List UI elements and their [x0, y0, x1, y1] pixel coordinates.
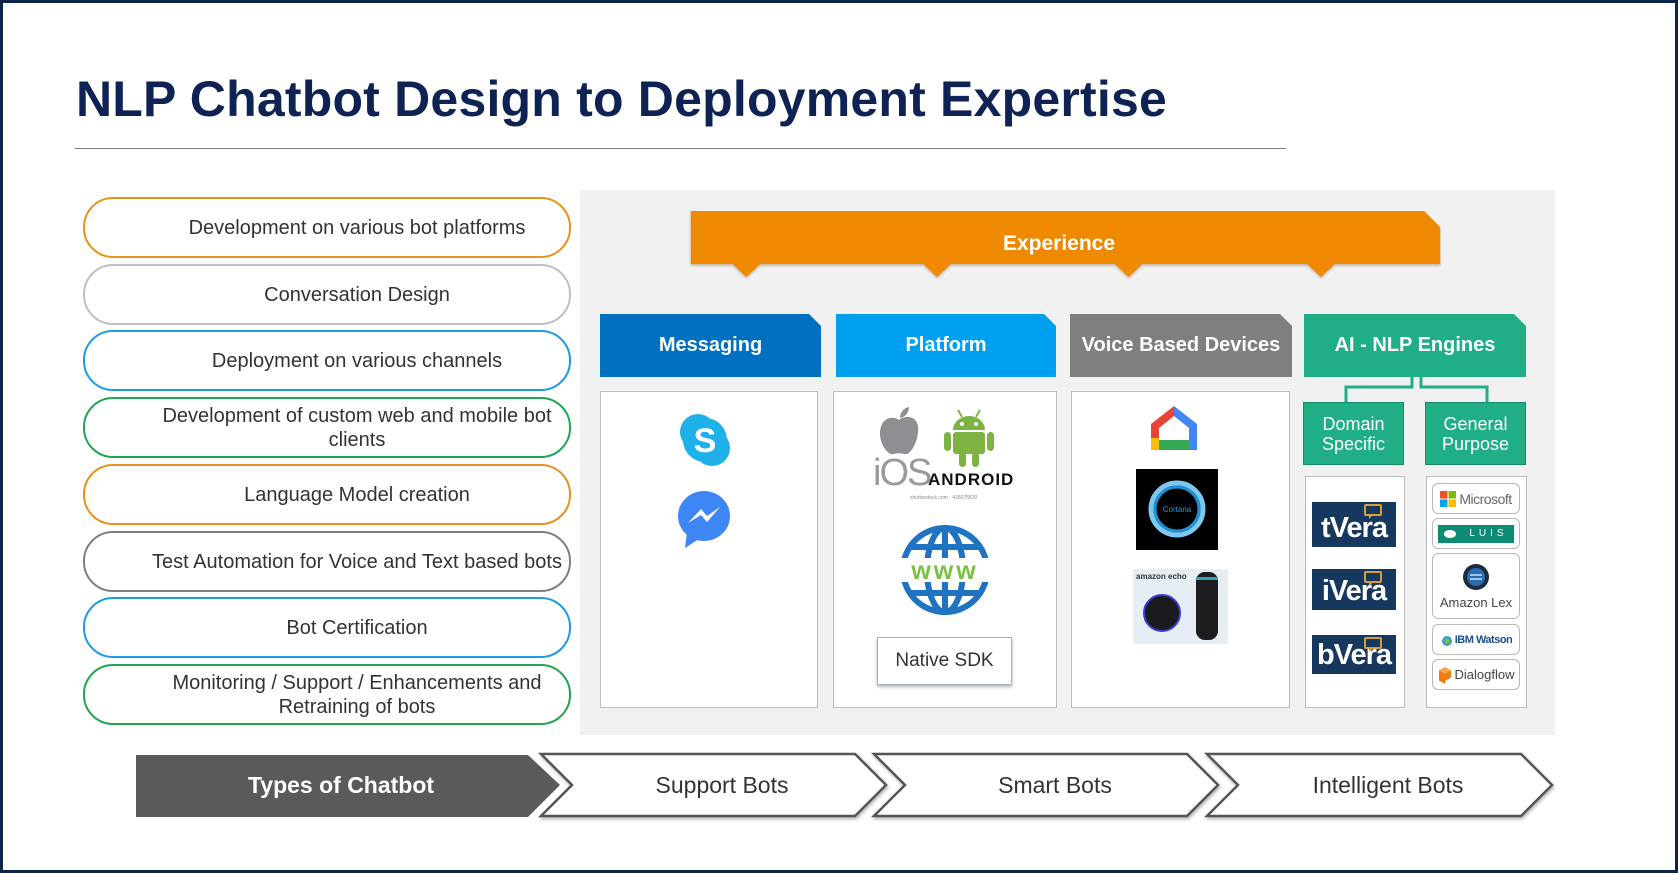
capability-item: Monitoring / Support / Enhancements and … [83, 664, 571, 725]
amazon-echo-icon: amazon echo [1133, 569, 1228, 644]
vendor-luis: LUIS [1432, 518, 1520, 549]
capability-label: Development of custom web and mobile bot… [162, 404, 552, 451]
amazon-echo-label: amazon echo [1136, 572, 1187, 581]
chatbot-type-smart: Smart Bots [998, 771, 1112, 798]
vendor-amazon-lex: Amazon Lex [1432, 553, 1520, 619]
messenger-icon [678, 491, 730, 548]
title-divider [75, 148, 1286, 149]
capability-label: Deployment on various channels [211, 349, 503, 372]
google-home-icon [1151, 406, 1197, 450]
chat-bubble-icon [1364, 571, 1382, 586]
column-header-messaging: Messaging [600, 314, 821, 377]
column-header-platform: Platform [836, 314, 1056, 377]
microsoft-logo-icon [1440, 490, 1457, 507]
ivera-logo: iVera [1312, 569, 1396, 610]
column-header-ai-nlp: AI - NLP Engines [1304, 314, 1526, 377]
general-purpose-header: General Purpose [1425, 402, 1526, 465]
capability-label: Development on various bot platforms [188, 216, 526, 239]
ai-nlp-connectors [1344, 376, 1489, 402]
svg-text:S: S [694, 422, 717, 460]
experience-banner [690, 211, 1441, 277]
bvera-logo: bVera [1312, 635, 1396, 674]
watson-icon [1441, 635, 1452, 646]
page-title: NLP Chatbot Design to Deployment Experti… [76, 71, 1167, 127]
capability-item: Language Model creation [83, 464, 571, 525]
column-header-voice-devices: Voice Based Devices [1070, 314, 1292, 377]
www-globe-icon: www [900, 525, 990, 615]
vendor-microsoft: Microsoft [1432, 483, 1520, 514]
chat-bubble-icon [1364, 637, 1382, 652]
capability-label: Monitoring / Support / Enhancements and … [172, 671, 542, 718]
image-watermark: shutterstock.com · 426075820 [910, 495, 978, 501]
capability-label: Language Model creation [244, 483, 470, 506]
native-sdk-badge: Native SDK [877, 637, 1012, 685]
capability-item: Test Automation for Voice and Text based… [83, 531, 571, 592]
android-icon [944, 409, 994, 467]
www-label: www [910, 557, 978, 585]
chatbot-type-intelligent: Intelligent Bots [1312, 771, 1464, 798]
capability-label: Bot Certification [286, 616, 428, 639]
types-of-chatbot-heading: Types of Chatbot [247, 771, 435, 798]
chat-bubble-icon [1364, 504, 1382, 519]
capability-item: Development on various bot platforms [83, 197, 571, 258]
domain-specific-header: Domain Specific [1303, 402, 1404, 465]
android-label: ANDROID [928, 470, 1015, 489]
amazon-lex-icon [1463, 563, 1489, 590]
vendor-dialogflow: Dialogflow [1432, 659, 1520, 690]
skype-icon: S [680, 414, 730, 466]
chatbot-type-support: Support Bots [655, 771, 789, 798]
dialogflow-icon [1438, 666, 1451, 684]
capability-item: Deployment on various channels [83, 330, 571, 391]
experience-label: Experience [1002, 232, 1116, 255]
vendor-ibm-watson: IBM Watson [1432, 624, 1520, 655]
luis-eye-icon [1444, 529, 1457, 538]
apple-icon [880, 407, 919, 455]
capability-label: Test Automation for Voice and Text based… [152, 550, 562, 573]
tvera-logo: tVera [1312, 502, 1396, 547]
capability-item: Development of custom web and mobile bot… [83, 397, 571, 458]
capability-label: Conversation Design [264, 283, 450, 306]
cortana-label: Cortana [1163, 505, 1192, 514]
capability-item: Conversation Design [83, 264, 571, 325]
ios-label: iOS [873, 452, 932, 494]
cortana-icon: Cortana [1136, 469, 1218, 550]
capability-item: Bot Certification [83, 597, 571, 658]
